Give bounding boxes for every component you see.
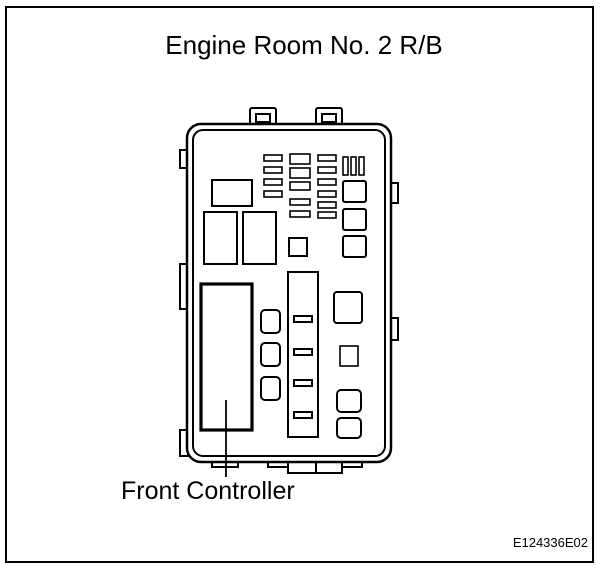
relay-left-b	[242, 211, 277, 265]
middle-left-relays	[260, 309, 281, 401]
figure-code: E124336E02	[512, 535, 588, 550]
diagram-title: Engine Room No. 2 R/B	[165, 30, 443, 60]
relay-right-small	[339, 345, 359, 367]
relay-left-a	[203, 211, 238, 265]
right-relays	[342, 180, 367, 258]
mini-fuse-grid	[263, 153, 337, 219]
relay-upper-left	[211, 179, 253, 207]
relay-right-large	[333, 291, 363, 324]
front-controller-label: Front Controller	[121, 477, 295, 505]
relay-right-lower-a	[336, 389, 362, 413]
blade-fuses	[342, 156, 365, 176]
figure-frame	[5, 6, 594, 563]
fusible-link-strip	[287, 271, 319, 438]
relay-block-inner-wall	[192, 129, 386, 457]
side-tabs	[179, 149, 399, 457]
relay-center-small	[288, 237, 308, 257]
relay-right-lower-b	[336, 417, 362, 439]
